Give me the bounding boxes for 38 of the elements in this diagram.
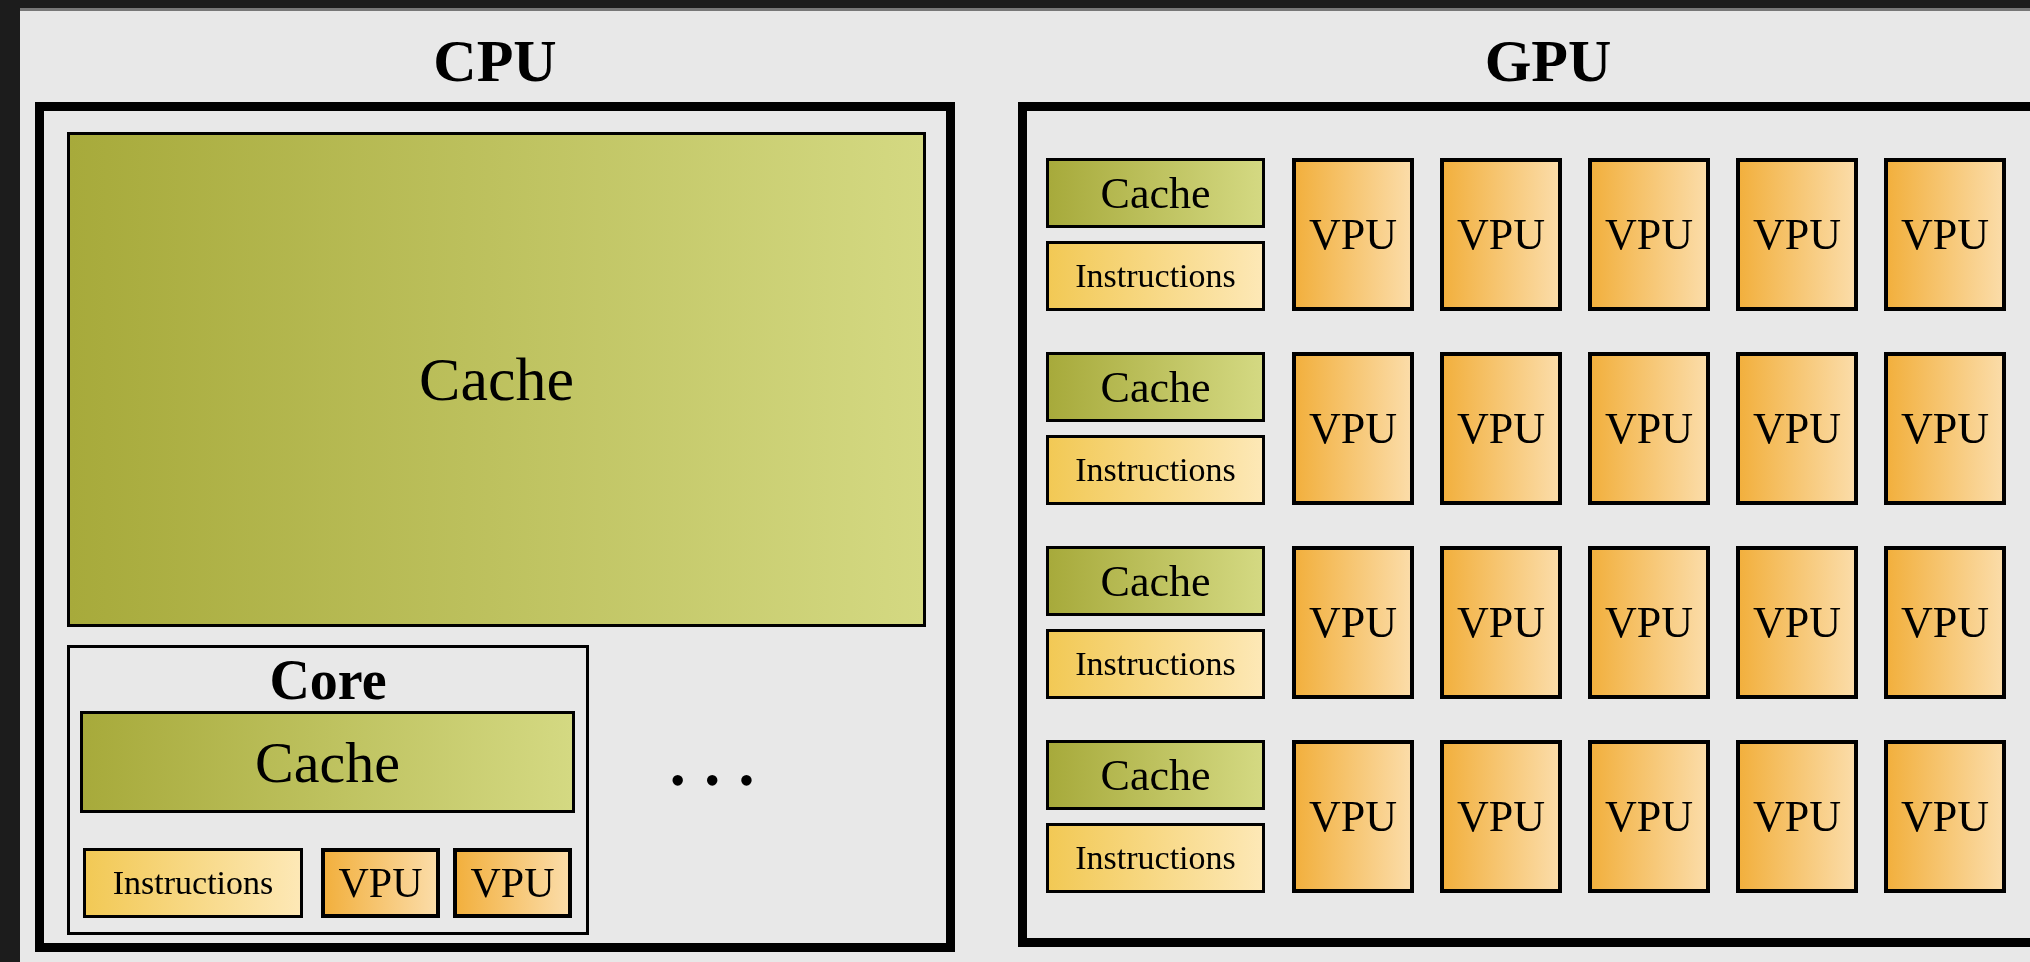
ellipsis-label: • • • [670, 755, 759, 806]
cache-block: Cache [1046, 740, 1265, 810]
cache-block: Cache [1046, 546, 1265, 616]
vpu-block: VPU [1736, 740, 1858, 893]
instructions-block: Instructions [1046, 241, 1265, 311]
vpu-block: VPU [1440, 352, 1562, 505]
vpu-block: VPU [1292, 740, 1414, 893]
instructions-block: Instructions [1046, 823, 1265, 893]
cache-block: Cache [80, 711, 575, 813]
section-title: CPU [432, 27, 558, 96]
section-title: GPU [1483, 27, 1613, 96]
vpu-block: VPU [1884, 352, 2006, 505]
vpu-block: VPU [1736, 352, 1858, 505]
vpu-block: VPU [1884, 546, 2006, 699]
vpu-block: VPU [1884, 740, 2006, 893]
vpu-block: VPU [1440, 546, 1562, 699]
cache-block: Cache [1046, 158, 1265, 228]
cache-block: Cache [67, 132, 926, 627]
cache-block: Cache [1046, 352, 1265, 422]
instructions-block: Instructions [1046, 629, 1265, 699]
vpu-block: VPU [1440, 740, 1562, 893]
vpu-block: VPU [1588, 546, 1710, 699]
instructions-block: Instructions [83, 848, 303, 918]
vpu-block: VPU [1292, 546, 1414, 699]
vpu-block: VPU [1736, 546, 1858, 699]
vpu-block: VPU [1440, 158, 1562, 311]
vpu-block: VPU [1884, 158, 2006, 311]
vpu-block: VPU [1588, 352, 1710, 505]
vpu-block: VPU [1588, 158, 1710, 311]
vpu-block: VPU [1736, 158, 1858, 311]
vpu-block: VPU [1292, 158, 1414, 311]
vpu-block: VPU [1588, 740, 1710, 893]
vpu-block: VPU [1292, 352, 1414, 505]
instructions-block: Instructions [1046, 435, 1265, 505]
vpu-block: VPU [321, 848, 440, 918]
core-panel [67, 645, 589, 935]
section-title: Core [268, 648, 388, 712]
vpu-block: VPU [453, 848, 572, 918]
